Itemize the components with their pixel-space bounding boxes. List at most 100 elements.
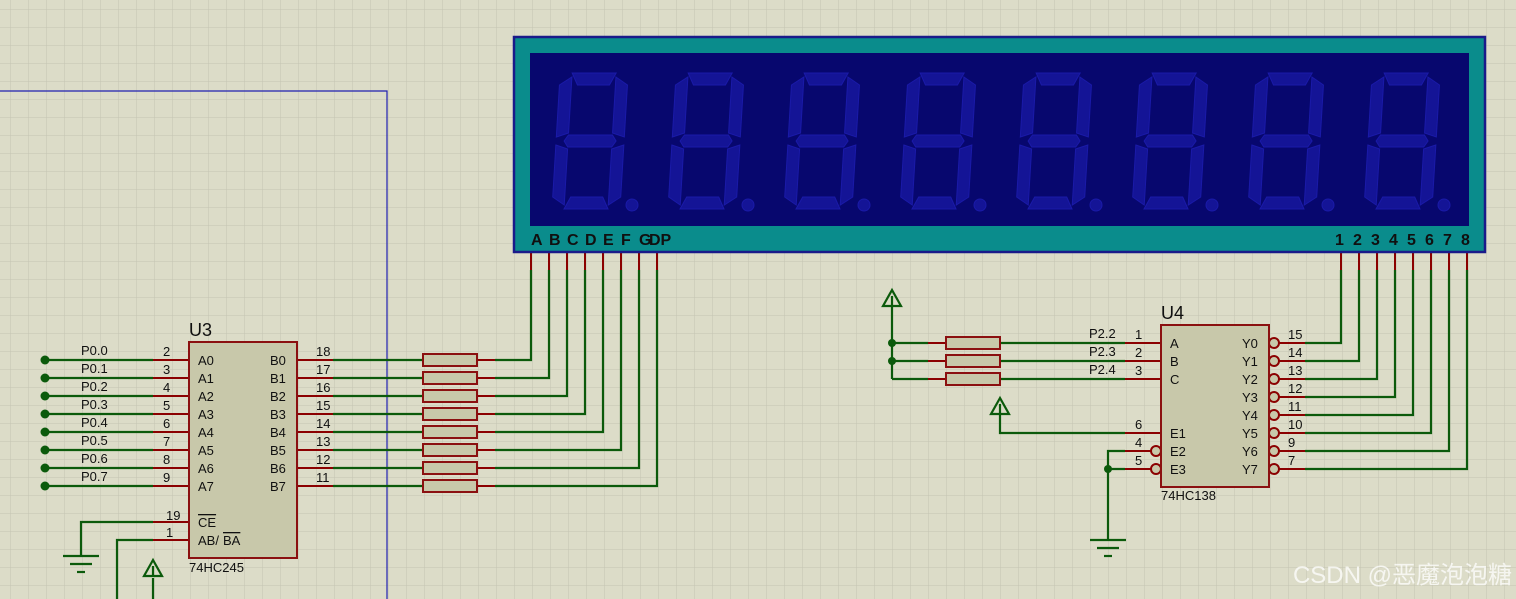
u3-pin-name: A1 (198, 371, 214, 386)
junction-dot (888, 357, 896, 365)
wire (495, 270, 623, 452)
display-segment (1192, 76, 1208, 138)
display-dp (741, 198, 755, 212)
port-dot (40, 391, 50, 401)
display-segment (1151, 72, 1198, 86)
u3-pin-name: A7 (198, 479, 214, 494)
digit-label: 8 (1461, 232, 1470, 249)
display-segment (787, 76, 805, 138)
u3-pin-num: 13 (316, 434, 330, 449)
inverted-pin-bubble (1268, 463, 1280, 475)
wire (1305, 270, 1469, 471)
resistor (945, 372, 1001, 386)
port-dot (40, 409, 50, 419)
u3-pin-name: B5 (270, 443, 286, 458)
u3-dir-num: 1 (166, 525, 173, 540)
display-segment (960, 76, 976, 138)
display-segment (844, 76, 860, 138)
wire (495, 270, 605, 434)
u4-pin-num: 5 (1135, 453, 1142, 468)
display-segment (1016, 144, 1033, 206)
u3-pin-name: A5 (198, 443, 214, 458)
u3-pin-num: 3 (163, 362, 170, 377)
wire (115, 538, 153, 599)
u4-pin-name: E1 (1170, 426, 1186, 441)
display-dp (1205, 198, 1219, 212)
display-segment (1424, 76, 1440, 138)
u4-pin-num: 9 (1288, 435, 1295, 450)
display-segment (555, 76, 573, 138)
u4-pin-num: 11 (1288, 399, 1302, 414)
segment-label: B (549, 232, 561, 249)
u3-pin-name: A0 (198, 353, 214, 368)
display-dp (1321, 198, 1335, 212)
junction-dot (1104, 465, 1112, 473)
resistor (422, 443, 478, 457)
u4-pin-name: Y6 (1242, 444, 1258, 459)
wire (1106, 449, 1125, 540)
display-dp (625, 198, 639, 212)
u3-dir-label-b: BA (223, 533, 241, 548)
digit-label: 5 (1407, 232, 1416, 249)
wire (495, 270, 641, 470)
u4-pin-name: E3 (1170, 462, 1186, 477)
u3-pin-name: A3 (198, 407, 214, 422)
segment-label: C (567, 232, 579, 249)
port-dot (40, 427, 50, 437)
inverted-pin-bubble (1268, 391, 1280, 403)
u3-pin-num: 15 (316, 398, 330, 413)
display-dp (1089, 198, 1103, 212)
display-segment (1248, 144, 1265, 206)
junction-dot (888, 339, 896, 347)
port-dot (40, 373, 50, 383)
resistor (422, 353, 478, 367)
digit-label: 6 (1425, 232, 1434, 249)
display-segment (1367, 76, 1385, 138)
sheet-border (0, 90, 388, 599)
digit-label: 2 (1353, 232, 1362, 249)
u3-pin-num: 12 (316, 452, 330, 467)
inverted-pin-bubble (1268, 427, 1280, 439)
u4-pin-num: 2 (1135, 345, 1142, 360)
display-dp (973, 198, 987, 212)
u3-pin-name: B2 (270, 389, 286, 404)
u3-pin-num: 8 (163, 452, 170, 467)
display-segment (679, 196, 725, 210)
display-segment (903, 76, 921, 138)
u4-pin-num: 10 (1288, 417, 1302, 432)
u4-pin-num: 12 (1288, 381, 1302, 396)
input-ports (40, 355, 50, 491)
inverted-pin-bubble (1268, 337, 1280, 349)
chip-u4-body (1160, 324, 1270, 488)
u3-net-label: P0.5 (81, 433, 108, 448)
u4-pin-num: 1 (1135, 327, 1142, 342)
display-segment (803, 72, 850, 86)
display-segment (552, 144, 569, 206)
chip-u4-part: 74HC138 (1161, 488, 1216, 503)
u3-pin-name: A2 (198, 389, 214, 404)
u3-pin-num: 4 (163, 380, 170, 395)
u4-pin-num: 3 (1135, 363, 1142, 378)
display-segment (1383, 72, 1430, 86)
u3-net-label: P0.7 (81, 469, 108, 484)
u3-pin-num: 16 (316, 380, 330, 395)
wire (79, 520, 153, 556)
u3-dir-label-a: AB/ (198, 533, 219, 548)
display-segment (571, 72, 618, 86)
u4-pin-name: Y4 (1242, 408, 1258, 423)
display-segment (911, 134, 965, 148)
u4-pin-num: 15 (1288, 327, 1302, 342)
wire (495, 270, 587, 416)
power-arrow-symbol (989, 395, 1011, 416)
digit-label: 3 (1371, 232, 1380, 249)
chip-u3-part: 74HC245 (189, 560, 244, 575)
display-digit (1132, 72, 1219, 212)
port-dot (40, 355, 50, 365)
wire (1305, 270, 1397, 399)
display-segment (1187, 144, 1205, 206)
u4-net-label: P2.2 (1089, 326, 1116, 341)
